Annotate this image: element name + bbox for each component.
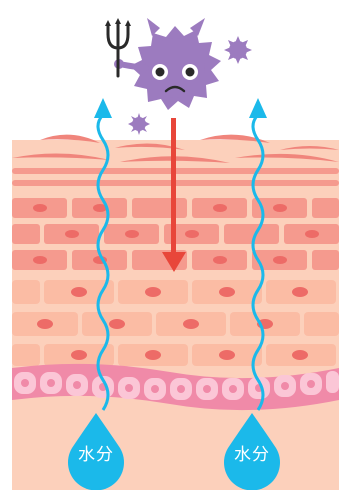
small-germ-icon — [128, 113, 150, 135]
drop-label-right: 水分 — [217, 440, 287, 465]
small-germ-icon — [224, 36, 252, 64]
spinous-layer — [12, 280, 339, 366]
drop-label-left: 水分 — [61, 440, 131, 465]
germ-character-icon — [114, 18, 221, 110]
